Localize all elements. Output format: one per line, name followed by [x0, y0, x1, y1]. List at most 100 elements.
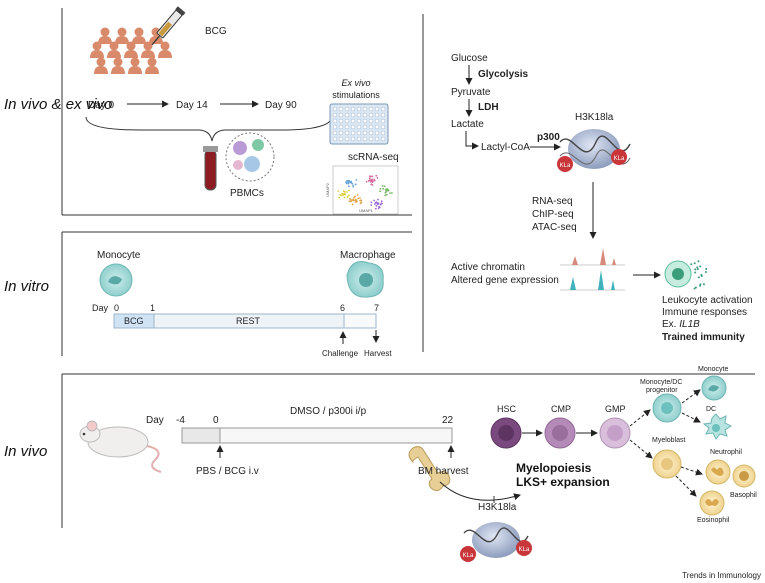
- invitro-rest-text: REST: [236, 316, 261, 326]
- atacseq-label: ATAC-seq: [532, 222, 577, 233]
- blood-tube-icon: [203, 146, 218, 191]
- invitro-monocyte-label: Monocyte: [97, 250, 141, 261]
- umap-x-label: UMAP1: [359, 208, 374, 213]
- il1b-example-label: Ex. IL1B: [662, 319, 700, 330]
- gmp-to-progenitor-arrow: [629, 409, 651, 427]
- umap-plot: [332, 165, 399, 215]
- progenitor-nucleus: [661, 402, 673, 414]
- chipseq-label: ChIP-seq: [532, 209, 574, 220]
- progenitor-label-1: Monocyte/DC: [640, 379, 682, 386]
- h3k18la-label-bottom: H3K18la: [478, 502, 517, 513]
- gmp-to-myeloblast-arrow: [629, 439, 653, 459]
- active-chromatin-label: Active chromatin: [451, 262, 525, 273]
- kla-badge-bottom-right: KLa: [519, 547, 530, 553]
- bone-icon: [408, 446, 451, 492]
- nucleosome-bottom-icon: [460, 522, 532, 562]
- nucleosome-icon: [557, 129, 631, 172]
- lactate-label: Lactate: [451, 119, 484, 130]
- altered-expression-label: Altered gene expression: [451, 275, 559, 286]
- human-cohort-icon: [90, 27, 172, 74]
- journal-footer: Trends in Immunology: [682, 571, 761, 580]
- cmp-nucleus: [552, 425, 568, 441]
- lactate-arrow: [465, 131, 479, 150]
- pyruvate-label: Pyruvate: [451, 87, 491, 98]
- eosinophil-label: Eosinophil: [697, 517, 730, 524]
- section-label-invitro: In vitro: [4, 278, 49, 295]
- basophil-nucleus: [739, 471, 749, 481]
- section-label-invivo-exvivo: In vivo & ex vivo: [4, 96, 112, 113]
- scrna-label: scRNA-seq: [348, 152, 399, 163]
- timeline-day14: Day 14: [176, 100, 208, 111]
- progenitor-to-dc-arrow: [681, 412, 701, 423]
- timeline-day0: Day 0: [88, 100, 115, 111]
- challenge-label: Challenge: [322, 349, 359, 358]
- immune-responses-label: Immune responses: [662, 307, 747, 318]
- myelopoiesis-arrow: [439, 481, 521, 501]
- well-plate-icon: [329, 103, 389, 145]
- gmp-nucleus: [607, 425, 623, 441]
- syringe-icon: [151, 6, 186, 46]
- basophil-label: Basophil: [730, 492, 757, 499]
- activated-cell-icon: [664, 260, 708, 290]
- invitro-bcg-text: BCG: [124, 316, 144, 326]
- invitro-day-6: 6: [340, 303, 345, 313]
- ldh-label: LDH: [478, 102, 499, 113]
- kla-badge-left: KLa: [560, 163, 571, 169]
- neutrophil-label: Neutrophil: [710, 449, 742, 456]
- myeloblast-nucleus: [661, 458, 673, 470]
- macrophage-cell-icon: [346, 261, 384, 298]
- myelopoiesis-label: Myelopoiesis: [516, 461, 592, 475]
- dc-label: DC: [706, 406, 716, 413]
- invitro-day-7: 7: [374, 303, 379, 313]
- progenitor-label-2: progenitor: [646, 387, 678, 394]
- invitro-macrophage-label: Macrophage: [340, 250, 396, 261]
- glycolysis-label: Glycolysis: [478, 69, 528, 80]
- kla-badge-bottom-left: KLa: [463, 553, 474, 559]
- harvest-label: Harvest: [364, 349, 392, 358]
- exvivo-title-italic: Ex vivo: [341, 78, 370, 88]
- pbmc-cells-icon: [225, 132, 275, 182]
- seq-tracks: [560, 248, 625, 291]
- glucose-label: Glucose: [451, 53, 488, 64]
- p300-label: p300: [537, 132, 560, 143]
- pbmc-label: PBMCs: [230, 188, 264, 199]
- monocyte-label: Monocyte: [698, 366, 728, 373]
- invivo-treatment-bar: [219, 427, 453, 444]
- bcg-label: BCG: [205, 26, 227, 37]
- invitro-end-bar: [343, 313, 377, 329]
- progenitor-to-monocyte-arrow: [681, 389, 701, 404]
- dc-cell: [702, 413, 732, 440]
- umap-y-label: UMAP2: [325, 182, 330, 197]
- section-label-invivo: In vivo: [4, 443, 47, 460]
- gmp-label: GMP: [605, 404, 626, 414]
- lactylcoa-label: Lactyl-CoA: [481, 142, 530, 153]
- invivo-day-minus4: -4: [176, 415, 185, 426]
- hsc-label: HSC: [497, 404, 517, 414]
- timeline-day90: Day 90: [265, 100, 297, 111]
- bm-harvest-label: BM harvest: [418, 466, 469, 477]
- monocyte-cell-icon: [99, 263, 133, 297]
- invivo-day-label: Day: [146, 415, 164, 426]
- invivo-pre-bar: [181, 427, 221, 444]
- invitro-day-0: 0: [114, 303, 119, 313]
- h3k18la-label-top: H3K18la: [575, 112, 614, 123]
- myeloblast-to-eosinophil-arrow: [675, 475, 697, 497]
- invivo-day-22: 22: [442, 415, 454, 426]
- leukocyte-activation-label: Leukocyte activation: [662, 295, 753, 306]
- monocyte-nucleus: [708, 385, 719, 392]
- timeline-brace: [85, 116, 333, 142]
- mouse-icon: [79, 420, 162, 473]
- rnaseq-label: RNA-seq: [532, 196, 573, 207]
- injection-label: PBS / BCG i.v: [196, 466, 259, 477]
- hsc-nucleus: [498, 425, 514, 441]
- trained-immunity-label: Trained immunity: [662, 332, 745, 343]
- myeloblast-label: Myeloblast: [652, 437, 686, 444]
- lks-expansion-label: LKS+ expansion: [516, 475, 610, 489]
- neutrophil-nucleus: [711, 467, 724, 476]
- invivo-day-0: 0: [213, 415, 219, 426]
- kla-badge-right: KLa: [614, 156, 625, 162]
- treatment-label: DMSO / p300i i/p: [290, 406, 367, 417]
- invitro-day-label: Day: [92, 303, 109, 313]
- cmp-label: CMP: [551, 404, 571, 414]
